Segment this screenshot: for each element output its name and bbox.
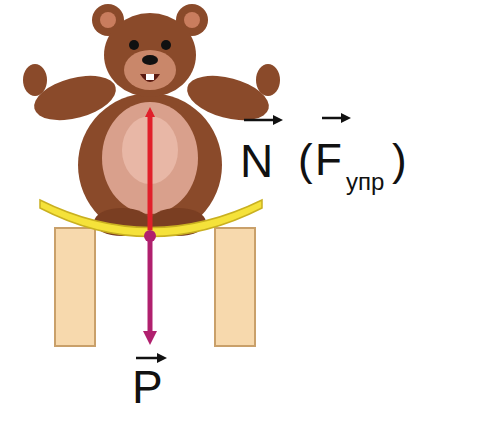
vector-sign (136, 357, 162, 360)
vector-sign (322, 117, 346, 120)
subscript: упр (346, 170, 384, 194)
force-symbol: N (240, 138, 273, 184)
vector-sign (244, 119, 278, 122)
weight-arrow (148, 236, 153, 338)
force-symbol: P (132, 364, 163, 410)
support-pillar (55, 228, 255, 346)
bracket: ( (298, 138, 313, 182)
bear (23, 4, 280, 237)
force-symbol: F (315, 138, 342, 182)
normal-force-arrow (148, 112, 153, 230)
bracket: ) (392, 138, 407, 182)
